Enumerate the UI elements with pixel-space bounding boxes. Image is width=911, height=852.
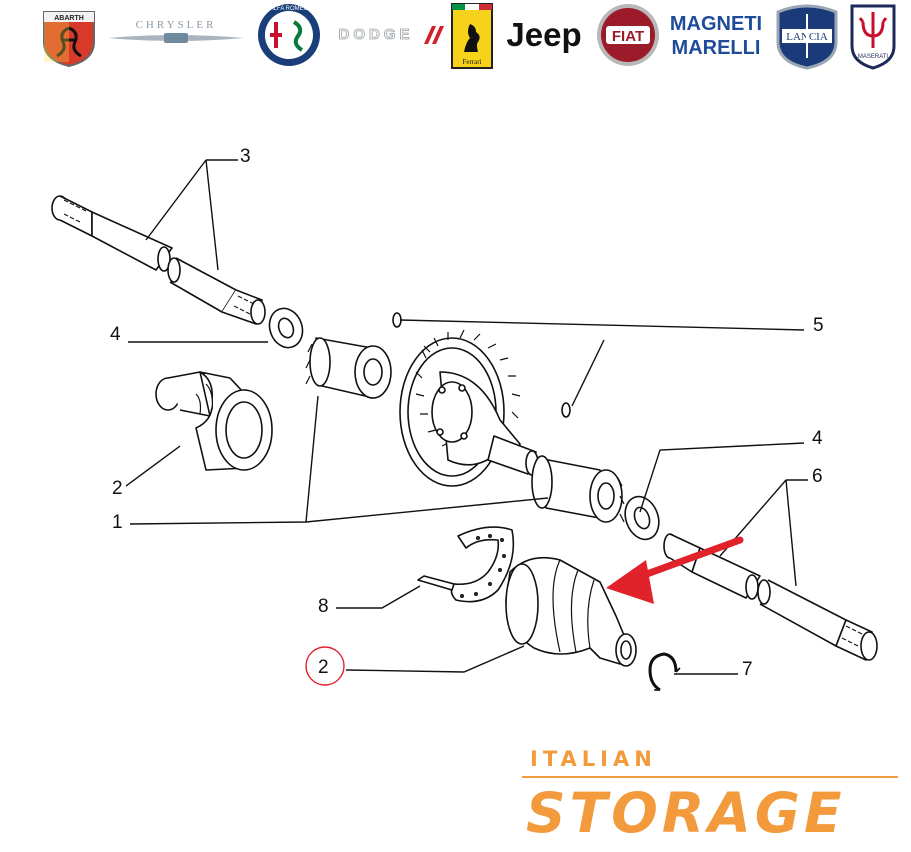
callout-5: 5 xyxy=(813,315,824,336)
marelli-label: MARELLI xyxy=(672,37,761,59)
left-drive-shaft xyxy=(51,195,266,325)
brand-large-text: STORAGE xyxy=(526,781,846,845)
chrysler-logo-icon: CHRYSLER xyxy=(108,19,244,43)
magneti-label: MAGNETI xyxy=(670,13,762,35)
brand-logo-strip: ABARTH CHRYSLER ALFA ROMEO DODGE Ferrari… xyxy=(0,0,911,75)
callout-1: 1 xyxy=(112,512,123,533)
right-thrust-washer xyxy=(624,495,660,541)
fiat-logo-icon: FIAT xyxy=(597,4,659,66)
highlight-arrow xyxy=(606,536,744,604)
italian-storage-logo: ITALIAN STORAGE xyxy=(518,745,898,845)
left-side-gear xyxy=(305,337,392,399)
cv-joint-boot xyxy=(505,556,637,667)
dodge-logo-icon: DODGE xyxy=(338,26,444,44)
right-side-gear xyxy=(531,455,625,523)
snap-ring xyxy=(648,652,681,692)
callout-4-left: 4 xyxy=(110,324,121,345)
jeep-label: Jeep xyxy=(506,16,581,53)
dodge-label: DODGE xyxy=(338,26,413,43)
left-thrust-washer xyxy=(268,307,304,349)
callout-2-highlighted: 2 xyxy=(318,657,329,678)
callout-3: 3 xyxy=(240,146,251,167)
boot-clamp-band xyxy=(417,526,515,603)
leader-lines xyxy=(125,159,808,675)
differential-ring-gear xyxy=(399,329,539,487)
differential-pins xyxy=(392,312,571,418)
exploded-parts-diagram: 3 4 5 4 6 2 1 8 2 7 xyxy=(51,146,878,692)
maserati-label: MASERATI xyxy=(858,54,889,60)
callout-8: 8 xyxy=(318,596,329,617)
alfa-romeo-label: ALFA ROMEO xyxy=(270,6,309,12)
callout-7: 7 xyxy=(742,659,753,680)
left-cv-boot xyxy=(155,371,273,471)
ferrari-label: Ferrari xyxy=(462,58,481,66)
abarth-logo-icon: ABARTH xyxy=(43,11,95,68)
right-drive-shaft xyxy=(663,533,878,661)
callout-6: 6 xyxy=(812,466,823,487)
jeep-logo-icon: Jeep xyxy=(506,16,581,53)
maserati-logo-icon: MASERATI xyxy=(850,4,896,70)
alfa-romeo-logo-icon: ALFA ROMEO xyxy=(258,4,320,66)
chrysler-label: CHRYSLER xyxy=(136,19,217,31)
lancia-logo-icon: LANCIA xyxy=(776,4,838,70)
magneti-marelli-logo-icon: MAGNETI MARELLI xyxy=(670,13,762,59)
callout-2-left: 2 xyxy=(112,478,123,499)
callout-4-right: 4 xyxy=(812,428,823,449)
brand-rule xyxy=(522,776,898,778)
ferrari-logo-icon: Ferrari xyxy=(451,3,493,69)
fiat-label: FIAT xyxy=(612,28,644,45)
abarth-label: ABARTH xyxy=(54,15,84,22)
brand-small-text: ITALIAN xyxy=(530,747,657,771)
highlight-circle xyxy=(305,646,345,686)
